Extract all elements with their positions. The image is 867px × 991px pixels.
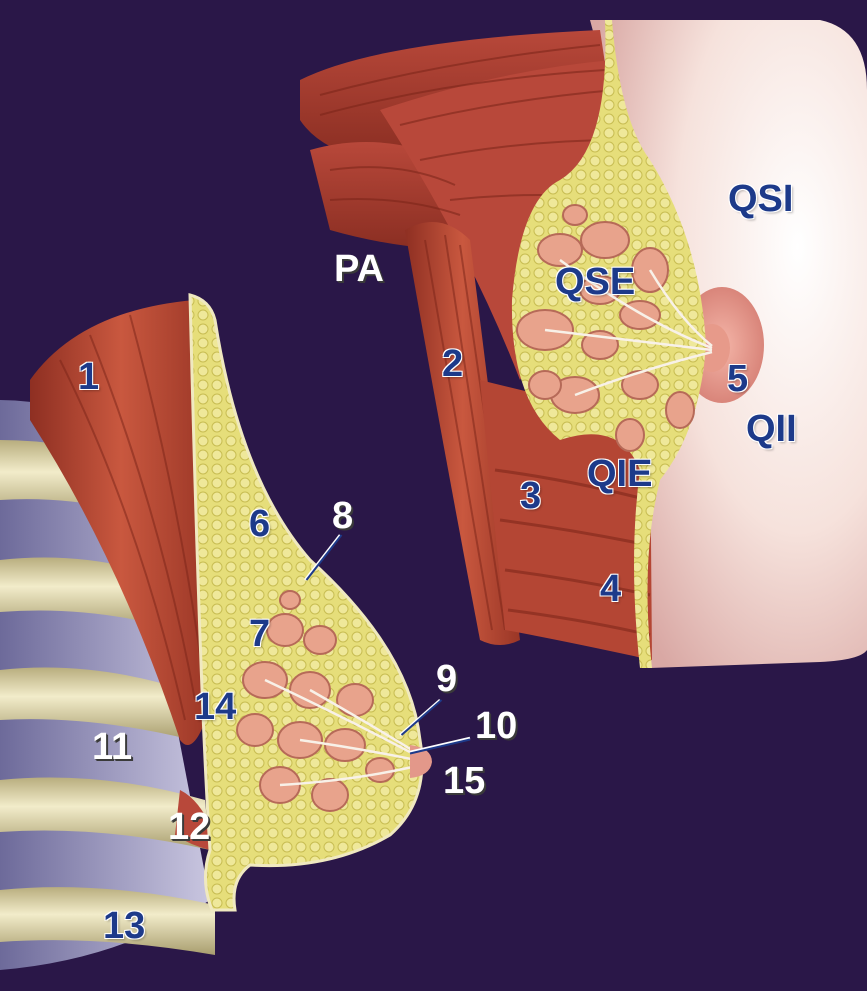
label-qii: QII [746,410,797,448]
label-13: 13 [103,907,145,945]
label-1: 1 [78,358,99,396]
label-8: 8 [332,497,353,535]
label-2: 2 [442,345,463,383]
label-10: 10 [475,707,517,745]
label-14: 14 [194,688,236,726]
label-qsi: QSI [728,180,793,218]
label-pa: PA [334,250,384,288]
label-9: 9 [436,660,457,698]
label-11: 11 [92,728,132,766]
label-4: 4 [600,570,621,608]
label-qse: QSE [555,263,635,301]
label-15: 15 [443,762,485,800]
label-12: 12 [168,808,210,846]
label-3: 3 [520,477,541,515]
label-qie: QIE [587,455,652,493]
label-5: 5 [727,360,748,398]
label-6: 6 [249,505,270,543]
label-7: 7 [249,615,270,653]
